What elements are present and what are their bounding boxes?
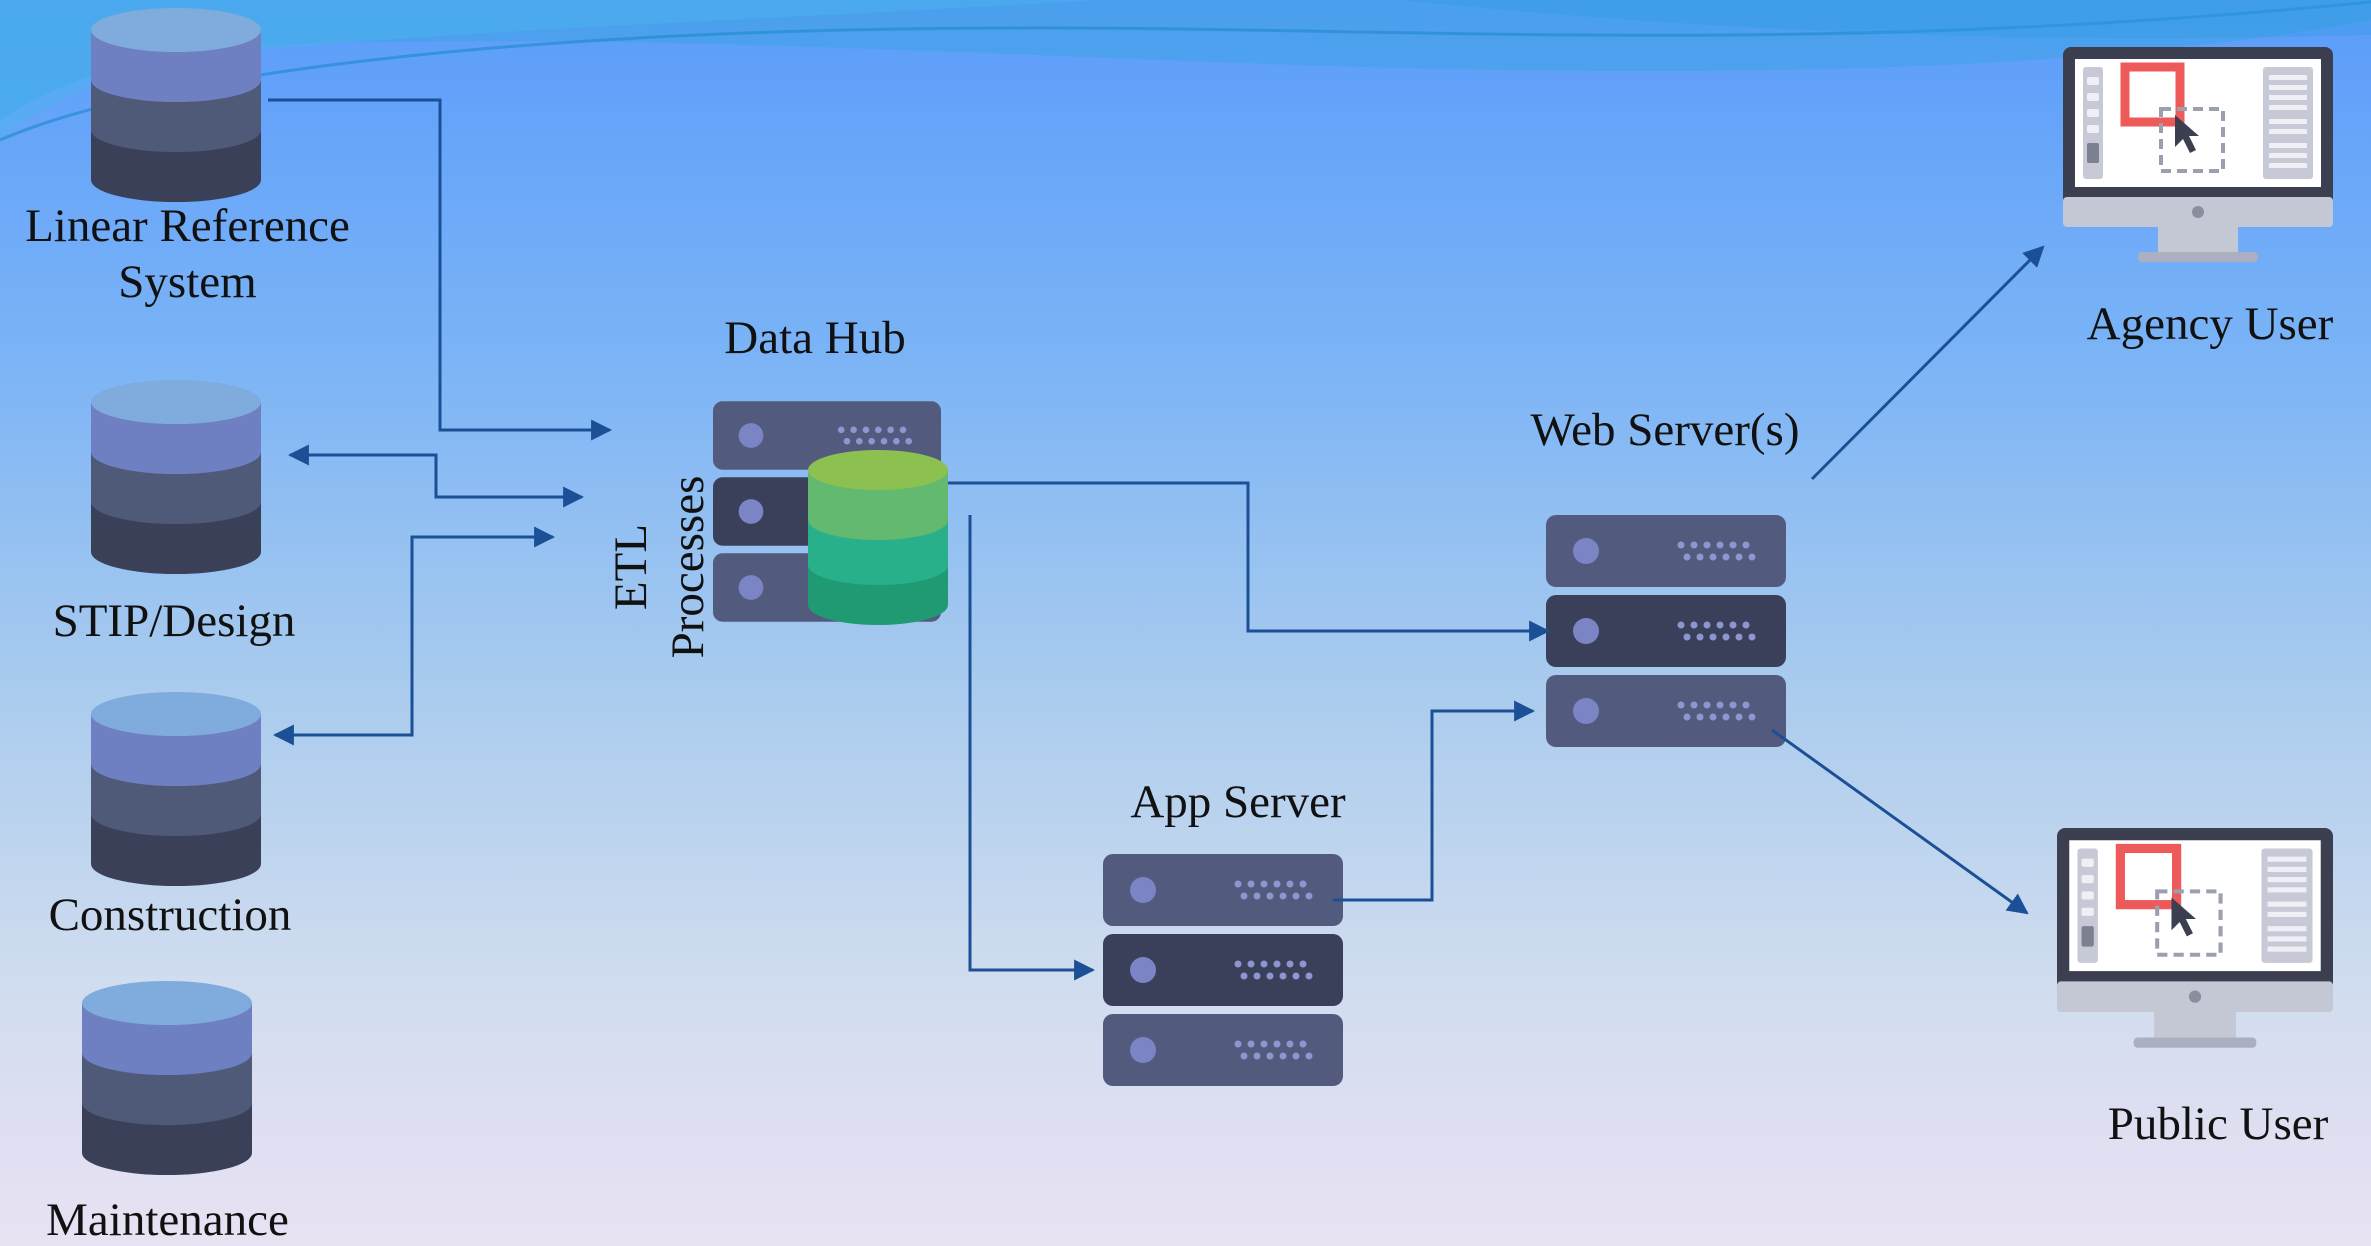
arrow-lrs-to-etl	[268, 98, 613, 441]
wave-decoration	[0, 0, 2371, 142]
arrow-web-to-agency	[1810, 245, 2045, 481]
agency-user-monitor-icon	[2063, 47, 2333, 262]
label-app-server: App Server	[1130, 776, 1346, 828]
web-server-icon	[1546, 515, 1786, 747]
label-linear-reference-system: Linear Reference System	[25, 200, 350, 309]
label-web-servers: Web Server(s)	[1530, 404, 1800, 456]
label-construction: Construction	[48, 889, 292, 941]
label-etl-processes: ETL Processes	[605, 475, 714, 659]
arrow-stip-etl	[287, 444, 585, 508]
database-icon-construction	[91, 692, 261, 886]
label-stip-design: STIP/Design	[52, 595, 296, 647]
label-agency-user: Agency User	[2086, 298, 2334, 350]
label-data-hub: Data Hub	[724, 312, 906, 364]
app-server-icon	[1103, 854, 1343, 1086]
data-hub-database-icon	[808, 450, 948, 625]
database-icon-lrs	[91, 8, 261, 202]
arrow-web-to-public	[1771, 728, 2029, 915]
database-icon-stip	[91, 380, 261, 574]
arrow-construction-etl	[272, 526, 556, 746]
arrow-hub-to-web	[948, 481, 1551, 642]
arrow-app-to-web	[1333, 700, 1536, 902]
database-icon-maintenance	[82, 981, 252, 1175]
arrow-hub-to-app	[968, 515, 1096, 981]
connector-arrows	[268, 98, 2045, 981]
public-user-monitor-icon	[2057, 828, 2333, 1048]
label-public-user: Public User	[2107, 1098, 2329, 1150]
label-maintenance: Maintenance	[46, 1194, 289, 1246]
